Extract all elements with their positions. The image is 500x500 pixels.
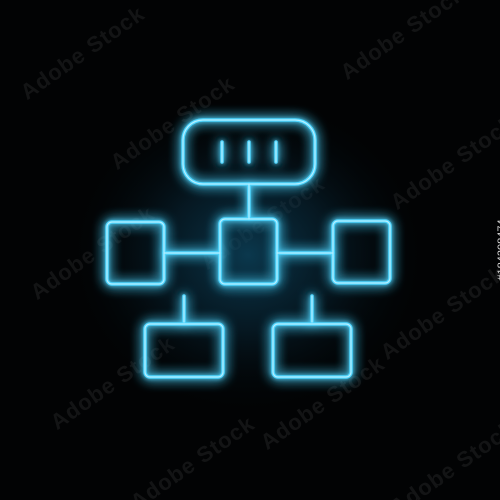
glow-halo <box>63 90 433 420</box>
stock-id-label: #184308474 <box>496 219 500 281</box>
neon-cores <box>106 119 391 378</box>
